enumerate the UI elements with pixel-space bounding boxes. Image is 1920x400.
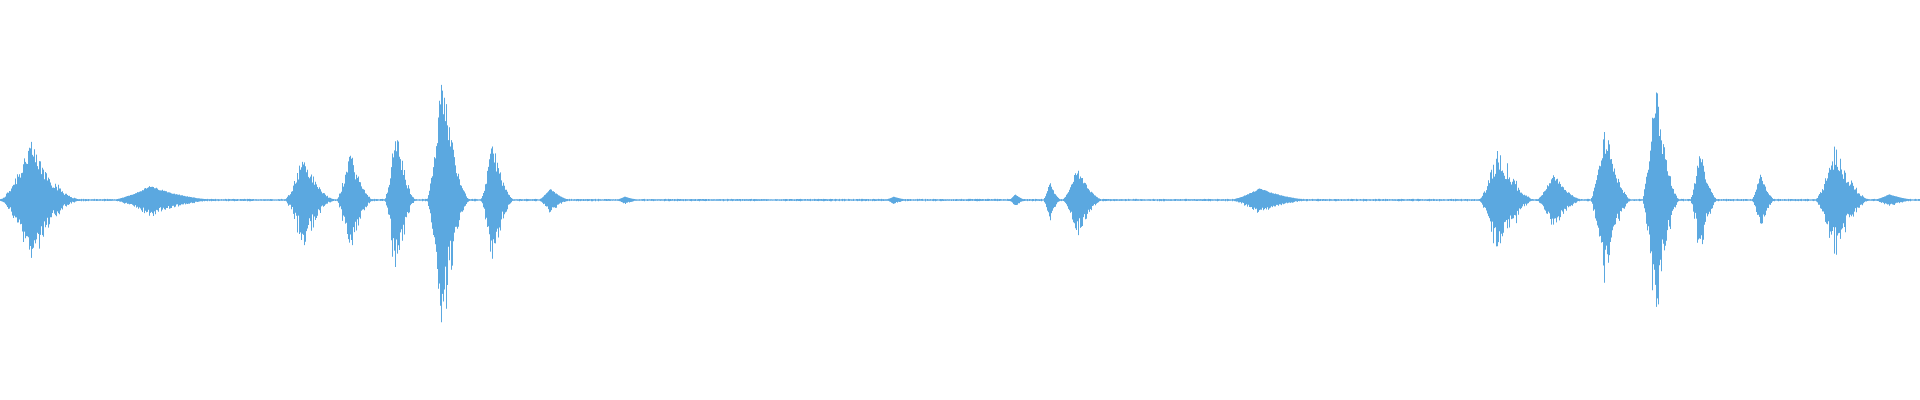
waveform-path	[0, 84, 1920, 323]
waveform-bars	[0, 84, 1920, 323]
